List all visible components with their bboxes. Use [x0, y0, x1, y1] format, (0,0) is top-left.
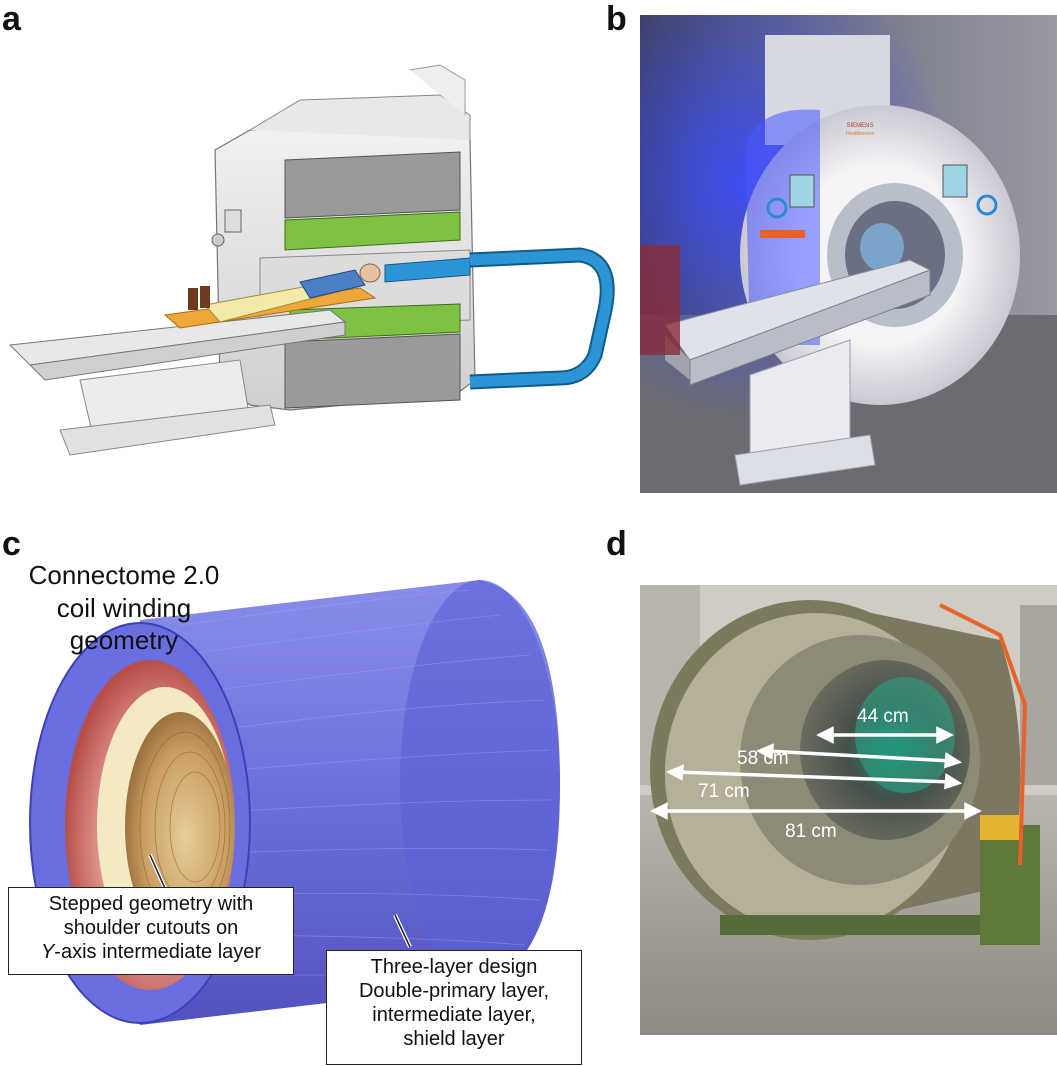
- siemens-brand-line1: SIEMENS: [846, 123, 873, 129]
- callout-left-line2: shoulder cutouts on: [63, 917, 239, 939]
- dim-label-81cm: 81 cm: [785, 821, 837, 842]
- callout-right-line4: shield layer: [403, 1028, 505, 1050]
- panel-letter-d: d: [606, 525, 627, 563]
- coil-title-line2: coil winding: [56, 592, 192, 623]
- panel-letter-b: b: [606, 0, 627, 38]
- panel-b-scanner-photo: SIEMENS Healthineers: [640, 15, 1057, 493]
- coil-title-line1: Connectome 2.0: [28, 560, 220, 590]
- coil-title-line3: geometry: [69, 625, 179, 655]
- panel-letter-c: c: [2, 525, 21, 563]
- panel-a-scanner-cad: [0, 60, 620, 470]
- callout-three-layer: Three-layer design Double-primary layer,…: [326, 950, 582, 1065]
- callout-stepped-geometry: Stepped geometry with shoulder cutouts o…: [8, 887, 294, 975]
- coil-title: Connectome 2.0 coil winding geometry: [8, 559, 240, 657]
- scanner-cad-drawing: [8, 64, 615, 456]
- callout-left-axis-letter: Y: [40, 941, 55, 963]
- dim-label-44cm: 44 cm: [857, 706, 909, 727]
- dimension-arrows: [650, 726, 982, 820]
- callout-left-line1: Stepped geometry with: [48, 893, 254, 915]
- callout-right-line2: Double-primary layer,: [358, 980, 550, 1002]
- coil-photo: 44 cm 58 cm 71 cm 81 cm: [640, 585, 1057, 1035]
- panel-letter-a: a: [2, 0, 21, 38]
- callout-right-line1: Three-layer design: [370, 956, 538, 978]
- siemens-brand-line2: Healthineers: [846, 131, 875, 137]
- callout-left-line3: Y-axis intermediate layer: [15, 940, 287, 964]
- scanner-photo: SIEMENS Healthineers: [640, 15, 1057, 493]
- dim-label-71cm: 71 cm: [698, 781, 750, 802]
- dim-label-58cm: 58 cm: [737, 748, 789, 769]
- callout-right-line3: intermediate layer,: [372, 1004, 536, 1026]
- panel-c-coil-geometry: Connectome 2.0 coil winding geometry Ste…: [0, 555, 620, 1066]
- callout-left-line3-rest: -axis intermediate layer: [54, 941, 262, 963]
- panel-d-coil-photo: 44 cm 58 cm 71 cm 81 cm: [640, 585, 1057, 1035]
